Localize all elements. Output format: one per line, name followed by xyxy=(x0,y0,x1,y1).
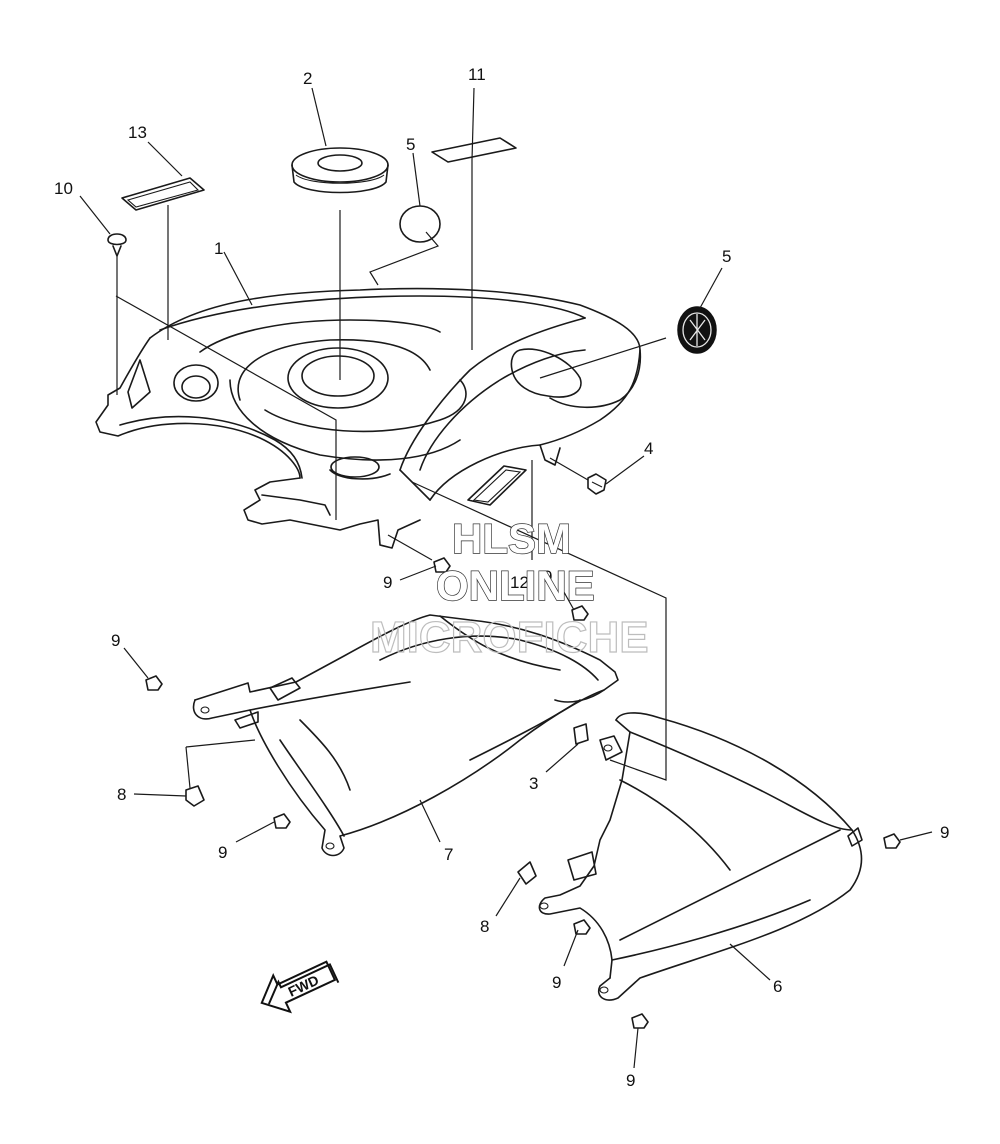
callout-9g: 9 xyxy=(626,1071,635,1090)
callout-9e: 9 xyxy=(940,823,949,842)
callout-9d: 9 xyxy=(218,843,227,862)
watermark: HLSM ONLINE MICROFICHE xyxy=(369,514,649,662)
label-sticker-12 xyxy=(467,465,527,506)
callout-4: 4 xyxy=(644,439,653,458)
callout-8b: 8 xyxy=(480,917,489,936)
fwd-arrow-icon: FWD xyxy=(260,960,340,1014)
callout-numbers: 2 11 13 5 10 1 5 4 9 12 9 9 8 9 7 3 9 8 … xyxy=(54,65,949,1090)
right-side-cover xyxy=(538,712,863,1001)
watermark-line1: HLSM xyxy=(452,515,571,562)
watermark-line3: MICROFICHE xyxy=(370,613,649,662)
callout-10: 10 xyxy=(54,179,73,198)
bracket-part xyxy=(573,723,589,745)
grommet-part xyxy=(291,147,389,194)
clip-nut-left xyxy=(185,785,205,807)
callout-5b: 5 xyxy=(722,247,731,266)
callout-13: 13 xyxy=(128,123,147,142)
callout-11: 11 xyxy=(468,65,486,84)
callout-2: 2 xyxy=(303,69,312,88)
label-sticker-11 xyxy=(431,137,517,163)
callout-3: 3 xyxy=(529,774,538,793)
bolt-part xyxy=(587,473,607,495)
callout-7: 7 xyxy=(444,845,453,864)
leader-lines xyxy=(79,87,933,1069)
emblem-plain xyxy=(399,205,441,243)
push-clip-part xyxy=(107,233,127,257)
callout-9b: 9 xyxy=(543,567,552,586)
tank-top-cover xyxy=(95,287,642,549)
label-sticker-13 xyxy=(121,177,205,211)
callout-12: 12 xyxy=(510,573,529,592)
callout-9f: 9 xyxy=(552,973,561,992)
callout-8a: 8 xyxy=(117,785,126,804)
yamaha-emblem-icon xyxy=(677,306,717,354)
callout-1: 1 xyxy=(214,239,223,258)
callout-5a: 5 xyxy=(406,135,415,154)
callout-9a: 9 xyxy=(383,573,392,592)
left-side-cover xyxy=(192,614,619,857)
callout-6: 6 xyxy=(773,977,782,996)
clip-nut-right xyxy=(517,861,537,885)
screws xyxy=(145,557,901,1029)
watermark-line2: ONLINE xyxy=(436,562,595,609)
callout-9c: 9 xyxy=(111,631,120,650)
